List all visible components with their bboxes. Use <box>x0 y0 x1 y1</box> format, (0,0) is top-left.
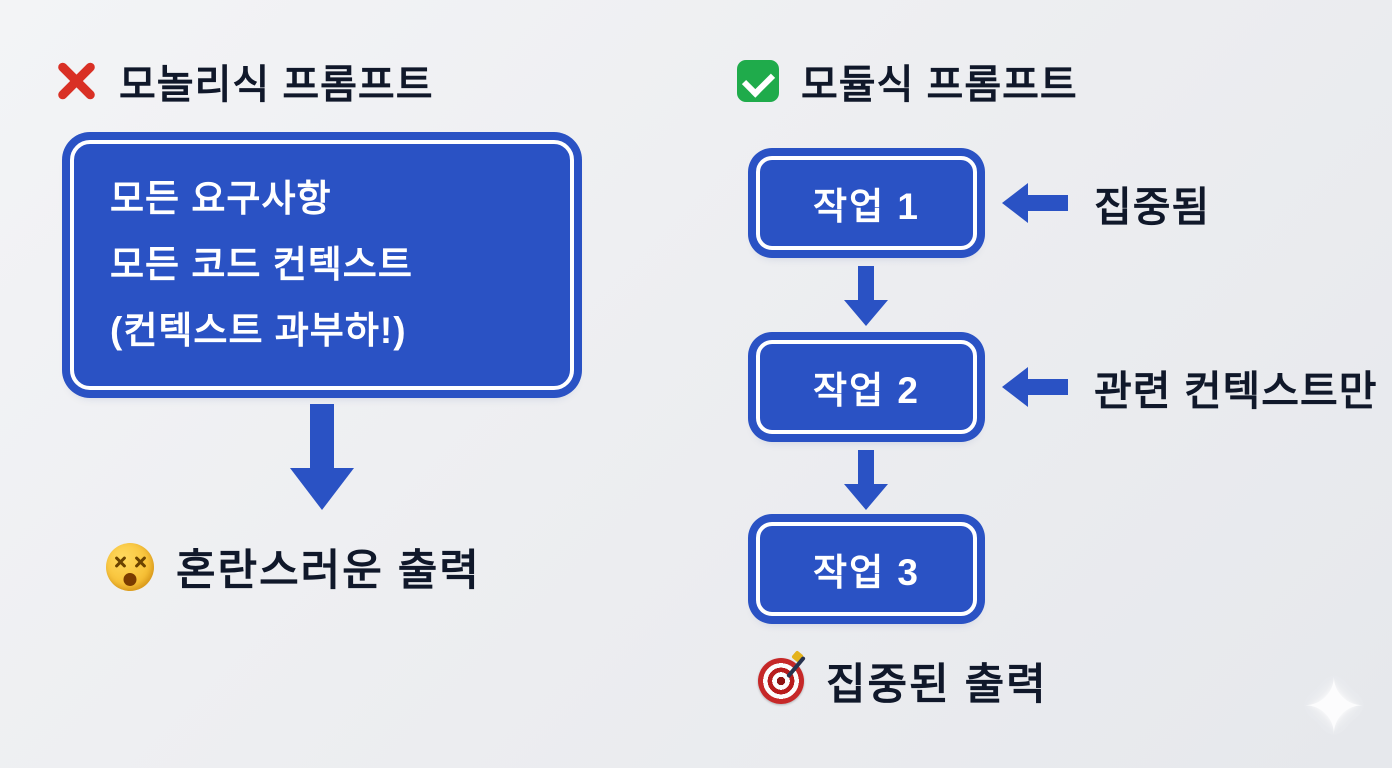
arrow-shaft <box>310 404 334 468</box>
dizzy-face-icon <box>106 543 154 591</box>
arrow-shaft <box>858 266 874 300</box>
task-box-label: 작업 3 <box>813 552 920 593</box>
dizzy-mouth <box>123 573 137 586</box>
task-box-1: 작업 1 <box>756 156 977 250</box>
task-box-label: 작업 2 <box>813 370 920 411</box>
task-2-annotation: 관련 컨텍스트만 <box>1002 360 1377 414</box>
arrow-shaft <box>1028 195 1068 211</box>
sparkle-icon: ✦ <box>1302 665 1366 750</box>
task-2-annotation-text: 관련 컨텍스트만 <box>1094 368 1378 414</box>
arrow-head <box>844 484 888 510</box>
left-arrow-icon <box>1002 183 1068 223</box>
down-arrow-icon <box>844 266 888 326</box>
green-check-icon <box>737 60 779 102</box>
left-arrow-icon <box>1002 367 1068 407</box>
modular-output: 집중된 출력 <box>758 650 1048 712</box>
monolithic-output-text: 혼란스러운 출력 <box>176 547 481 595</box>
task-box-3: 작업 3 <box>756 522 977 616</box>
dizzy-eye <box>114 555 126 569</box>
task-box-2: 작업 2 <box>756 340 977 434</box>
arrow-head <box>1002 183 1028 223</box>
modular-title: 모듈식 프롬프트 <box>737 52 1078 110</box>
arrow-shaft <box>1028 379 1068 395</box>
monolithic-box-line: (컨텍스트 과부하!) <box>110 310 407 351</box>
monolithic-box: 모든 요구사항 모든 코드 컨텍스트 (컨텍스트 과부하!) <box>70 140 574 390</box>
arrow-shaft <box>858 450 874 484</box>
monolithic-output: 혼란스러운 출력 <box>106 536 481 598</box>
target-icon <box>758 658 804 704</box>
modular-title-text: 모듈식 프롬프트 <box>801 63 1078 107</box>
task-box-label: 작업 1 <box>813 186 920 227</box>
down-arrow-icon <box>844 450 888 510</box>
monolithic-title: 모놀리식 프롬프트 <box>55 52 434 110</box>
monolithic-title-text: 모놀리식 프롬프트 <box>119 63 434 107</box>
arrow-head <box>290 468 354 510</box>
dizzy-eye <box>134 555 146 569</box>
arrow-head <box>844 300 888 326</box>
arrow-head <box>1002 367 1028 407</box>
modular-output-text: 집중된 출력 <box>826 661 1048 709</box>
monolithic-box-line: 모든 코드 컨텍스트 <box>110 244 413 285</box>
monolithic-box-line: 모든 요구사항 <box>110 178 332 219</box>
red-x-icon <box>55 60 97 102</box>
down-arrow-icon <box>290 404 354 510</box>
task-1-annotation-text: 집중됨 <box>1094 184 1211 230</box>
task-1-annotation: 집중됨 <box>1002 176 1210 230</box>
